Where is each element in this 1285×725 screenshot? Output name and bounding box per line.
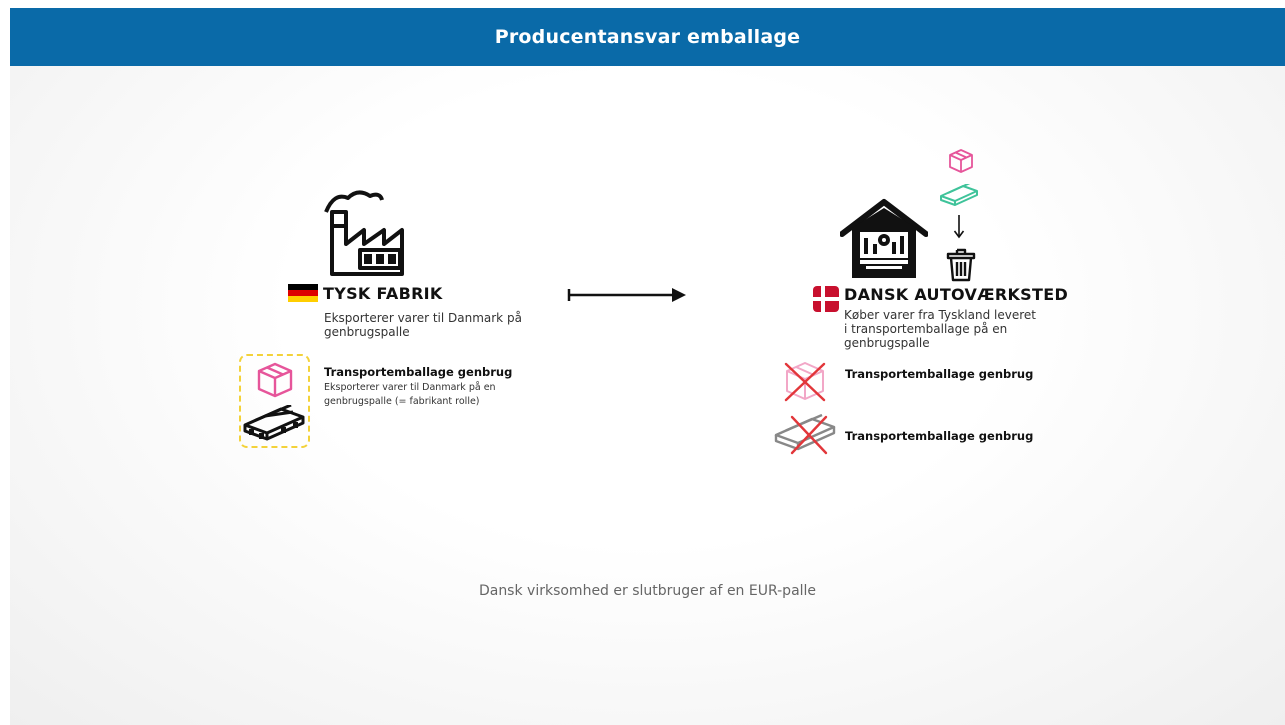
packaging-description: Eksporterer varer til Danmark på en genb…: [324, 382, 496, 407]
box-icon: [257, 362, 293, 398]
footer-caption: Dansk virksomhed er slutbruger af en EUR…: [478, 583, 817, 599]
factory-icon: [324, 190, 404, 276]
box-icon: [949, 149, 973, 173]
pallet-icon: [243, 405, 305, 441]
germany-flag-icon: [288, 284, 318, 302]
workshop-description: Køber varer fra Tyskland leveret i trans…: [844, 308, 1036, 350]
box-icon: [784, 362, 826, 402]
workshop-box-label: Transportemballage genbrug: [845, 367, 1034, 381]
workshop-name: DANSK AUTOVÆRKSTED: [844, 285, 1069, 304]
factory-description: Eksporterer varer til Danmark på genbrug…: [324, 311, 522, 339]
highlight-frame: [239, 354, 310, 448]
down-arrow-icon: [953, 215, 965, 239]
pallet-icon: [774, 413, 836, 455]
trash-icon: [946, 248, 976, 282]
workshop-icon: [840, 199, 928, 278]
packaging-title: Transportemballage genbrug: [324, 365, 513, 379]
diagram-canvas: Producentansvar emballage TYSK FABRIK Ek…: [10, 8, 1285, 725]
header-bar: Producentansvar emballage: [10, 8, 1285, 66]
pallet-icon: [940, 184, 978, 206]
arrow-icon: [567, 288, 686, 302]
page-title: Producentansvar emballage: [494, 26, 801, 48]
denmark-flag-icon: [813, 286, 839, 312]
workshop-pallet-label: Transportemballage genbrug: [845, 429, 1034, 443]
factory-name: TYSK FABRIK: [323, 284, 443, 303]
